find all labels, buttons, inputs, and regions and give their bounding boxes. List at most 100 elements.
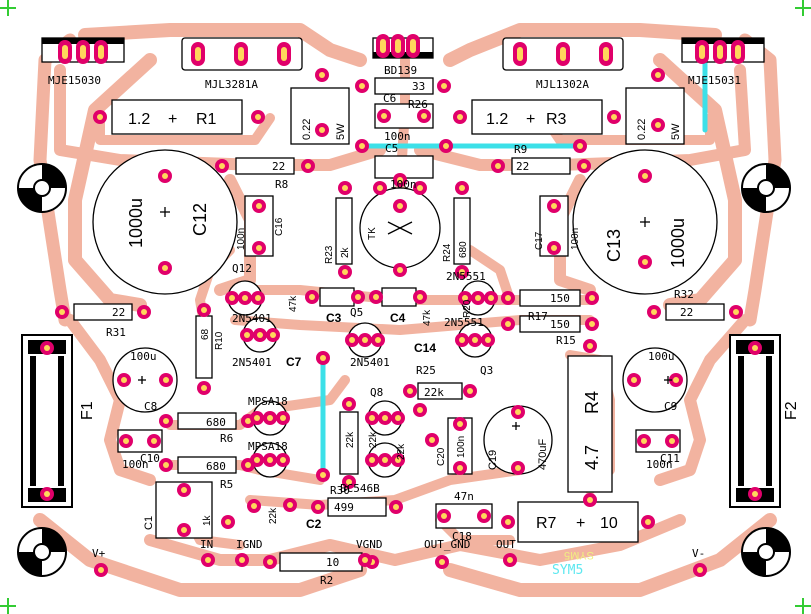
label-c10: C10 [140, 452, 160, 465]
label-r1: R1 [196, 111, 217, 128]
label-q9-type: BC546B [340, 482, 380, 495]
outline-r3 [471, 99, 603, 135]
pad-bd139 [376, 34, 420, 58]
label-mje15030: MJE15030 [48, 74, 101, 87]
label-r6: R6 [220, 432, 233, 445]
pad-c4 [369, 290, 427, 304]
pad-r32 [647, 305, 743, 319]
label-q1-type: 2N5401 [232, 312, 272, 325]
label-r5: R5 [220, 478, 233, 491]
trace-bottom-right [443, 513, 777, 597]
label-c9-value: 100u [648, 350, 675, 363]
label-r31: R31 [106, 326, 126, 339]
label-r-22k-vert: 22k [345, 431, 356, 448]
label-r2-value: 10 [326, 556, 339, 569]
label-c9: C9 [664, 400, 677, 413]
outline-r24 [453, 197, 471, 265]
outline-r1 [111, 99, 243, 135]
pad-r1 [93, 110, 265, 124]
pad-c8 [117, 373, 173, 387]
label-r-left-5w-rating: 5W [335, 123, 347, 140]
label-r3-plus: + [526, 111, 535, 128]
pad-c10 [119, 434, 161, 448]
label-c18: C18 [452, 530, 472, 543]
pad-q4 [458, 291, 498, 305]
label-r17-value: 150 [550, 292, 570, 305]
label-r17: R17 [528, 310, 548, 323]
label-c8: C8 [144, 400, 157, 413]
trace-top-right [443, 23, 722, 67]
label-r31-value: 22 [112, 306, 125, 319]
label-r8: R8 [275, 178, 288, 191]
outline-r32 [665, 303, 725, 321]
pad-small [221, 403, 439, 529]
label-v-minus: V- [692, 547, 705, 560]
label-r9: R9 [514, 143, 527, 156]
pad-r5 [159, 458, 255, 472]
label-q3-type: 2N5401 [350, 356, 390, 369]
outline-c9 [622, 347, 688, 413]
label-c13: C13 [604, 229, 624, 262]
pad-r2 [263, 555, 379, 569]
label-r30: R30 [330, 484, 350, 497]
trace-bottom-left [33, 513, 367, 597]
corner-mark-tl [0, 0, 16, 16]
label-in: IN [200, 538, 213, 551]
pad-c6 [377, 109, 431, 123]
label-r15: R15 [556, 334, 576, 347]
label-r1-plus: + [168, 111, 177, 128]
label-47k-right: 47k [422, 309, 433, 326]
label-r6-value: 680 [206, 416, 226, 429]
label-c4: C4 [390, 311, 406, 325]
pad-r26 [355, 79, 451, 93]
label-f2: F2 [783, 401, 800, 420]
pad-mjl3281a [191, 42, 291, 66]
mounting-holes [17, 163, 791, 577]
label-c16-value: 100n [236, 228, 247, 250]
polarity-marks [138, 207, 672, 430]
label-c19-value: 470uF [537, 439, 549, 470]
outline-r26 [374, 77, 434, 95]
mounting-hole-br [741, 527, 791, 577]
label-sym5-mirrored: SYM5 [564, 549, 594, 561]
pad-q9 [365, 453, 405, 467]
mounting-hole-tr [741, 163, 791, 213]
label-q3: Q3 [480, 364, 493, 377]
pad-bias [338, 173, 469, 195]
trace-c8-left [64, 314, 156, 486]
label-mje15031: MJE15031 [688, 74, 741, 87]
label-c6-value: 100n [384, 130, 411, 143]
label-c5-value: 100n [390, 178, 417, 191]
label-r19-value: 22k [368, 431, 379, 448]
outline-r2 [279, 552, 363, 572]
label-r15-value: 150 [550, 318, 570, 331]
pad-c18 [437, 509, 491, 523]
trace-top-left [78, 23, 367, 67]
label-q12: Q12 [232, 262, 252, 275]
label-r4-value: 4.7 [582, 445, 602, 470]
pad-f2 [748, 341, 762, 501]
label-r-1k: 1k [202, 514, 213, 526]
pad-mje15030 [58, 40, 108, 64]
label-mjl3281a: MJL3281A [205, 78, 258, 91]
label-c17-value: 100n [570, 228, 581, 250]
outline-r8 [235, 157, 295, 175]
label-out: OUT [496, 538, 516, 551]
label-c7: C7 [286, 355, 302, 369]
label-r9-value: 22 [516, 160, 529, 173]
label-r32: R32 [674, 288, 694, 301]
label-r20: R20 [462, 299, 473, 318]
pad-q12 [225, 291, 265, 305]
corner-mark-bl [0, 598, 16, 614]
label-v-plus: V+ [92, 547, 106, 560]
outline-c3 [319, 287, 355, 307]
label-r8-value: 22 [272, 160, 285, 173]
trace-left-diag [68, 53, 157, 312]
label-c18-value: 47n [454, 490, 474, 503]
label-mjl1302a: MJL1302A [536, 78, 589, 91]
label-q13-type: 2N5551 [444, 316, 484, 329]
outline-r4 [567, 355, 613, 493]
label-r-left-5w-value: 0.22 [301, 119, 313, 140]
label-c6: C6 [383, 92, 396, 105]
